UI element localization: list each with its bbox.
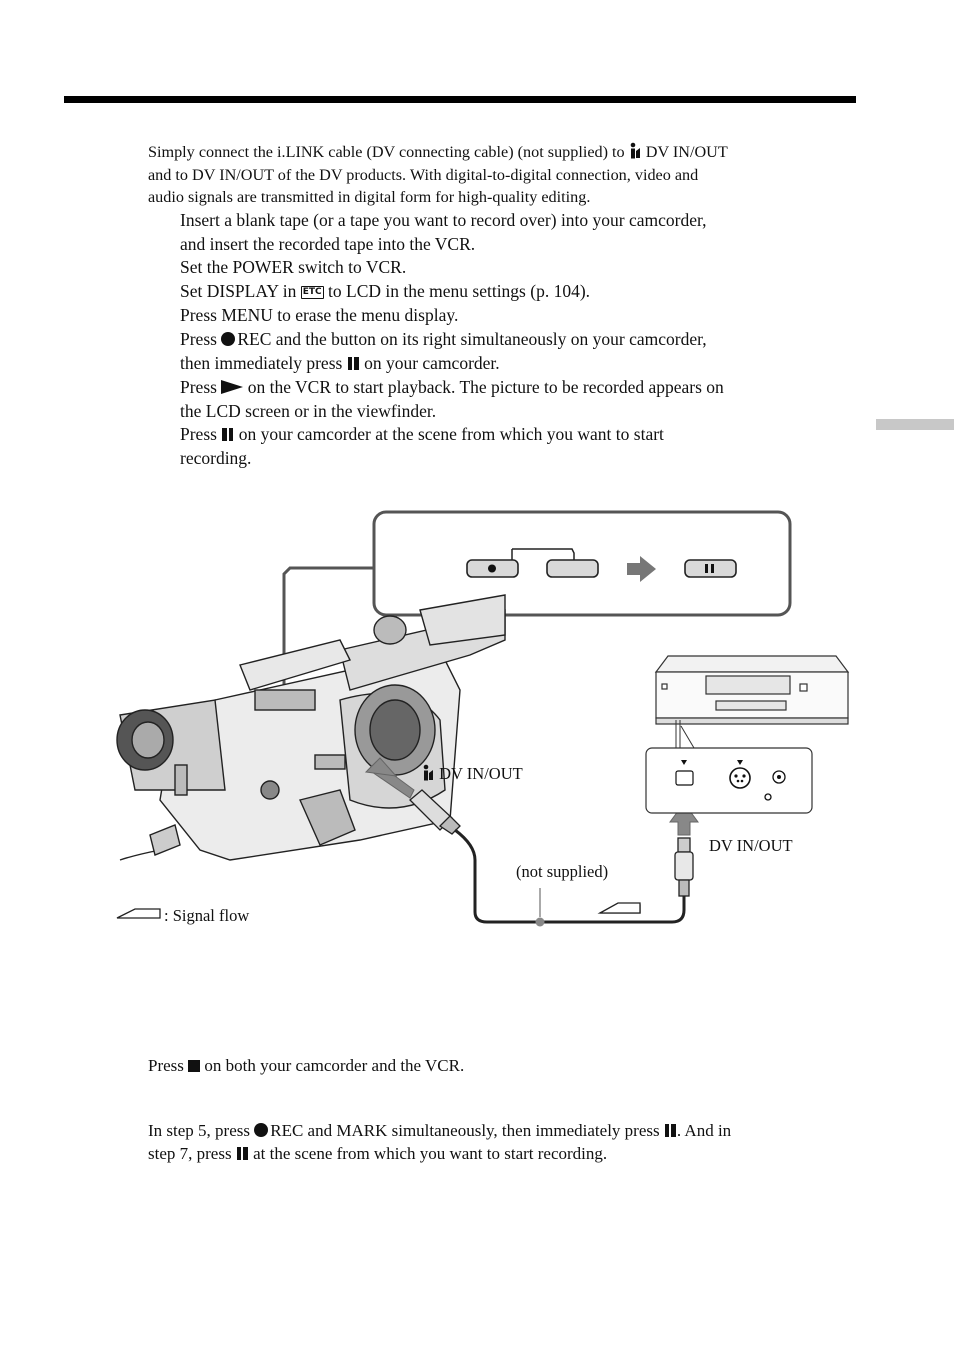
- button-callout: [372, 510, 792, 617]
- intro-line-2: and to DV IN/OUT of the DV products. Wit…: [148, 165, 699, 184]
- cable-label-dot: [535, 917, 545, 927]
- intro-dv-in-out: DV IN/OUT: [645, 143, 728, 161]
- note-paragraph: In step 5, press REC and MARK simultaneo…: [148, 1121, 732, 1163]
- ilink-cable: [454, 828, 686, 924]
- step-3: Set DISPLAY in ETC to LCD in the menu se…: [180, 281, 591, 301]
- stop-icon: [188, 1059, 201, 1072]
- pause-button-icon: [684, 559, 737, 578]
- dv-plug-vcr-end: [674, 837, 694, 897]
- vcr-illustration: [654, 655, 850, 725]
- step-5: Press REC and the button on its right si…: [180, 329, 707, 373]
- vcr-rear-panel: [645, 747, 813, 814]
- header-rule: [64, 96, 856, 103]
- stop-instruction: Press on both your camcorder and the VCR…: [148, 1056, 465, 1075]
- signal-flow-legend: : Signal flow: [164, 906, 250, 925]
- dv-plug-camera-end: [409, 789, 461, 835]
- step-1: Insert a blank tape (or a tape you want …: [180, 210, 707, 254]
- step-6: Press on the VCR to start playback. The …: [180, 377, 724, 421]
- record-dot-icon: [254, 1123, 269, 1137]
- play-icon: [221, 380, 244, 394]
- intro-line-3: audio signals are transmitted in digital…: [148, 188, 591, 206]
- cable-label: (not supplied): [516, 862, 609, 881]
- callout-leader: [282, 566, 374, 700]
- pause-icon: [236, 1146, 249, 1160]
- camcorder-dv-port-label: DV IN/OUT: [422, 764, 523, 784]
- pause-icon: [664, 1124, 677, 1137]
- section-tab-marker: [876, 419, 954, 430]
- etc-menu-icon: ETC: [300, 286, 324, 299]
- step-4: Press MENU to erase the menu display.: [180, 305, 459, 325]
- s-video-port-icon: [729, 767, 751, 789]
- arrow-right-icon: [627, 556, 656, 582]
- vcr-dv-port-label: DV IN/OUT: [709, 836, 793, 855]
- camcorder-illustration: [116, 594, 506, 861]
- mark-button-icon: [546, 559, 599, 578]
- ilink-icon: [630, 142, 640, 159]
- ilink-icon: [423, 764, 433, 781]
- pause-icon: [221, 428, 234, 441]
- step-7: Press on your camcorder at the scene fro…: [180, 424, 664, 468]
- pause-icon: [347, 357, 360, 370]
- dv-port-icon: [675, 770, 694, 786]
- step-2: Set the POWER switch to VCR.: [180, 257, 407, 277]
- signal-flow-legend-icon: [116, 908, 161, 919]
- intro-paragraph: Simply connect the i.LINK cable (DV conn…: [148, 141, 728, 209]
- record-dot-icon: [221, 332, 236, 346]
- intro-line-1: Simply connect the i.LINK cable (DV conn…: [148, 143, 625, 161]
- record-dot-icon: [488, 564, 496, 573]
